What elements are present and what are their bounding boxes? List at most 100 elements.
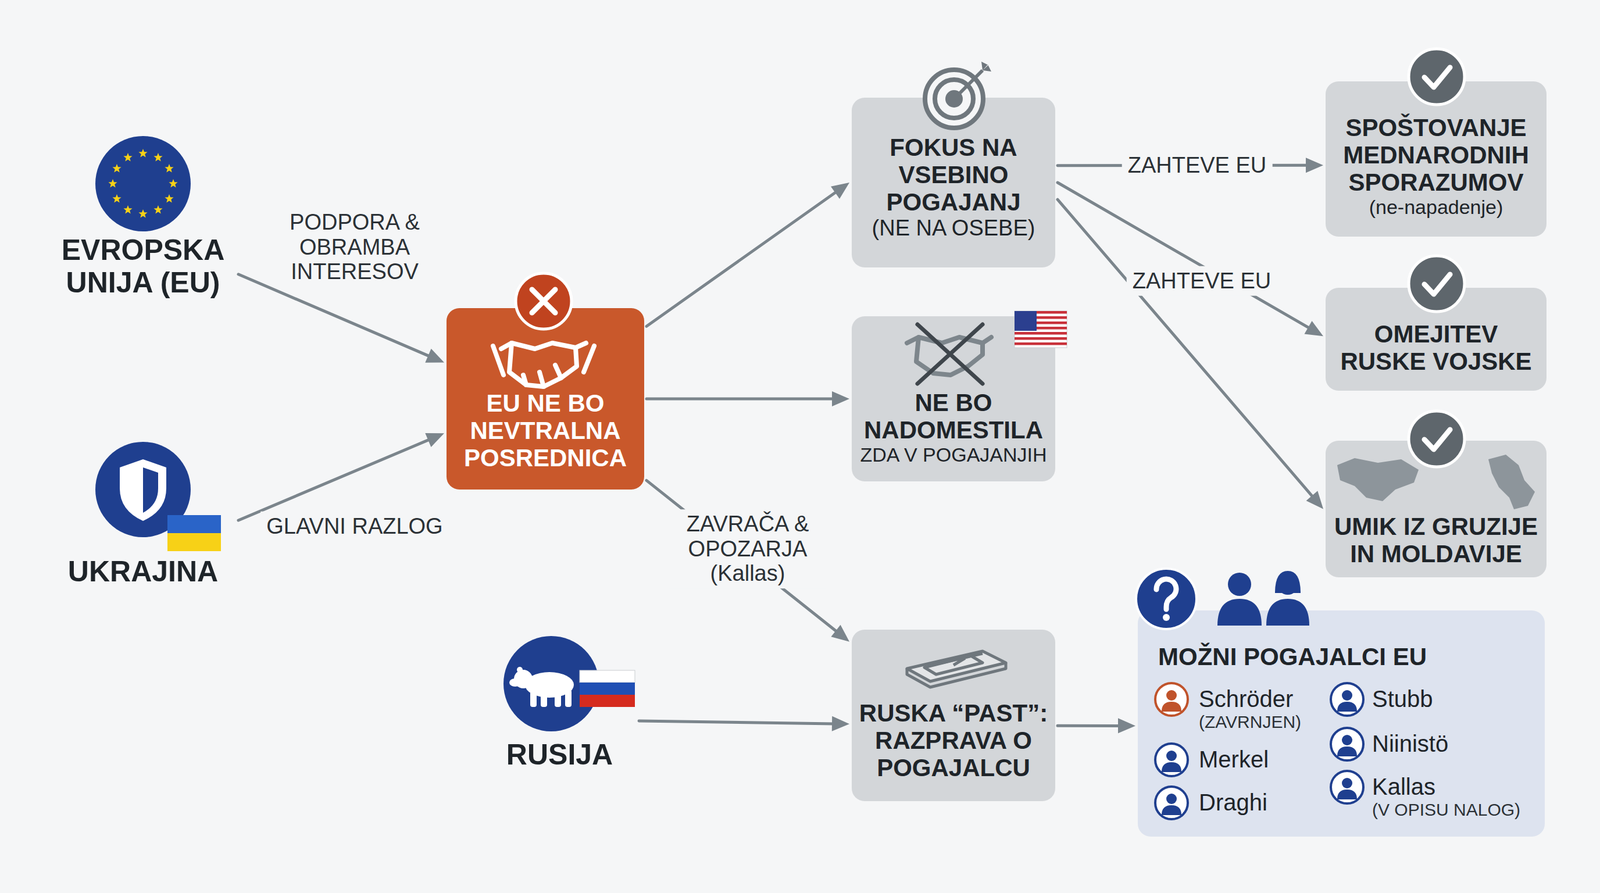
avatar-body xyxy=(1161,805,1182,816)
node-title: OMEJITEV RUSKE VOJSKE xyxy=(1333,320,1539,375)
reject-badge xyxy=(515,273,572,330)
avatar-ring xyxy=(1330,770,1364,804)
eu-star xyxy=(153,152,163,162)
person-icon xyxy=(1266,570,1310,626)
moldova-map xyxy=(1488,454,1535,510)
ukraine-emblem xyxy=(95,441,191,538)
node-title: FOKUS NA VSEBINO POGAJANJ xyxy=(859,133,1048,216)
node-title: RUSKA “PAST”: RAZPRAVA O POGAJALCU xyxy=(858,699,1049,782)
node-title: Schröder xyxy=(1198,686,1294,713)
avatar-head xyxy=(1166,793,1177,805)
eu-star xyxy=(164,163,174,173)
eu-star xyxy=(153,205,163,214)
node-title: SPOŠTOVANJE MEDNARODNIH SPORAZUMOV xyxy=(1333,113,1539,196)
node-subtitle: ZDA V POGAJANJIH xyxy=(859,443,1047,466)
flag-stripe xyxy=(1014,337,1067,341)
flag-stripe xyxy=(1014,321,1067,325)
connector-arrow xyxy=(646,480,850,642)
result-box: OMEJITEV RUSKE VOJSKE xyxy=(1325,287,1547,391)
node-subtitle: (ZAVRNJEN) xyxy=(1198,712,1302,732)
node-subtitle: (ne-napadenje) xyxy=(1369,195,1504,219)
avatar-body xyxy=(1161,762,1182,773)
arrow-head xyxy=(425,433,445,448)
connector-line xyxy=(1057,199,1314,498)
process-box: RUSKA “PAST”: RAZPRAVA O POGAJALCU xyxy=(851,629,1056,802)
question-badge xyxy=(1136,568,1197,630)
russia-flag xyxy=(579,682,635,695)
node-title: UMIK IZ GRUZIJE IN MOLDAVIJE xyxy=(1333,512,1539,568)
candidate-item: Schröder(ZAVRNJEN) xyxy=(1198,686,1356,733)
arrow-head xyxy=(1118,718,1136,734)
candidates-panel: MOŽNI POGAJALCI EU Schröder(ZAVRNJEN) Stub… xyxy=(1137,610,1545,837)
node-title: EVROPSKA UNIJA (EU) xyxy=(50,233,237,299)
arrow-head xyxy=(425,348,445,363)
node-title: NE BO NADOMESTILA xyxy=(859,388,1048,444)
edge-label: ZAHTEVE EU xyxy=(1122,150,1273,181)
connector-line xyxy=(238,274,431,357)
avatar-ring xyxy=(1155,743,1188,777)
target-icon xyxy=(925,61,992,128)
connector-line xyxy=(638,720,835,724)
edge-label: GLAVNI RAZLOG xyxy=(260,511,449,542)
russia-emblem xyxy=(503,636,599,732)
connector-line xyxy=(646,480,838,632)
avatar-head xyxy=(1341,690,1353,701)
node-subtitle: (V OPISU NALOG) xyxy=(1372,800,1521,820)
reject-x xyxy=(531,289,556,313)
eu-star xyxy=(138,148,148,158)
actor-node: UKRAJINA xyxy=(50,436,237,605)
arrow-head xyxy=(831,391,850,407)
result-box: SPOŠTOVANJE MEDNARODNIH SPORAZUMOV(ne-na… xyxy=(1325,81,1547,237)
connector-arrow xyxy=(1057,718,1136,734)
node-title: Stubb xyxy=(1372,686,1434,713)
eu-star xyxy=(123,152,132,162)
eu-star xyxy=(168,179,178,188)
eu-star xyxy=(164,194,174,203)
avatar-ring xyxy=(1155,786,1188,820)
connector-arrow xyxy=(238,274,445,363)
connector-arrow xyxy=(1057,182,1324,337)
avatar-ring xyxy=(1330,727,1364,761)
check-badge xyxy=(1408,411,1465,467)
edge-label: ZAHTEVE EU xyxy=(1126,266,1278,296)
avatar-head xyxy=(1166,750,1177,762)
bear-icon xyxy=(509,666,574,707)
avatar-head xyxy=(1166,690,1177,701)
node-title: Niinistö xyxy=(1372,730,1449,757)
arrow-head xyxy=(830,625,850,642)
arrow-head xyxy=(830,182,850,199)
connector-line xyxy=(1057,182,1311,329)
node-title: MOŽNI POGAJALCI EU xyxy=(1158,643,1427,671)
person-icon xyxy=(1217,572,1262,626)
node-title: RUSIJA xyxy=(506,738,613,771)
eu-star xyxy=(112,163,121,173)
node-title: EU NE BO NEVTRALNA POSREDNICA xyxy=(454,389,637,472)
avatar-body xyxy=(1337,746,1357,757)
ukraine-flag xyxy=(167,515,221,534)
connector-arrow xyxy=(238,433,445,521)
central-box: EU NE BO NEVTRALNA POSREDNICA xyxy=(446,308,645,490)
node-title: Draghi xyxy=(1198,789,1268,816)
flag-stripe xyxy=(1014,326,1067,330)
process-box: NE BO NADOMESTILAZDA V POGAJANJIH xyxy=(851,316,1056,482)
handshake-icon xyxy=(493,343,595,387)
process-box: FOKUS NA VSEBINO POGAJANJ(NE NA OSEBE) xyxy=(851,97,1056,268)
georgia-map xyxy=(1337,458,1419,502)
ukraine-flag xyxy=(167,533,221,552)
flag-stripe xyxy=(1014,342,1067,346)
actor-node: RUSIJA xyxy=(482,633,637,780)
check-badge xyxy=(1408,48,1465,105)
russia-flag xyxy=(579,670,635,683)
connector-line xyxy=(1057,724,1121,728)
avatar-body xyxy=(1161,701,1182,712)
avatar-head xyxy=(1341,734,1353,746)
avatar-body xyxy=(1337,701,1357,712)
eu-star xyxy=(138,209,148,219)
arrow-head xyxy=(1304,320,1324,337)
node-title: Merkel xyxy=(1198,746,1269,773)
person-avatars xyxy=(1155,683,1364,820)
eu-flag xyxy=(95,136,191,232)
connector-line xyxy=(238,438,431,521)
arrow-head xyxy=(1306,490,1324,509)
